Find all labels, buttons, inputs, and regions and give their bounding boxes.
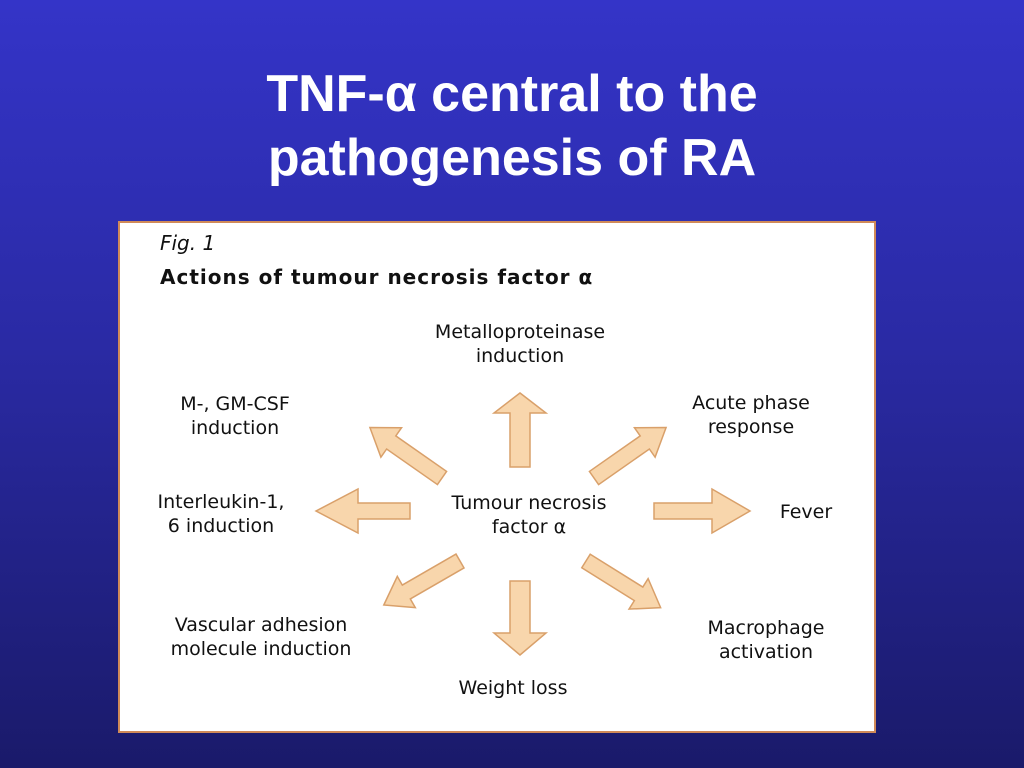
effect-interleukin-line-1: Interleukin-1,: [157, 491, 285, 513]
effect-interleukin-line-2: 6 induction: [167, 515, 275, 537]
center-node: Tumour necrosis factor α: [414, 491, 644, 539]
effect-macrophage-line-2: activation: [718, 641, 814, 663]
slide-title-line-1: TNF-α central to the: [266, 65, 758, 123]
effect-metalloproteinase-line-1: Metalloproteinase: [434, 321, 606, 343]
arrow-right: [653, 487, 752, 535]
slide-title: TNF-α central to the pathogenesis of RA: [0, 62, 1024, 190]
arrow-upper-left: [368, 426, 448, 486]
effect-csf-line-1: M-, GM-CSF: [180, 393, 290, 415]
arrow-lower-left: [382, 553, 466, 609]
figure-heading: Actions of tumour necrosis factor α: [160, 265, 594, 289]
effect-macrophage-line-1: Macrophage: [707, 617, 825, 639]
arrow-lower-right: [580, 553, 662, 610]
figure-panel: Fig. 1 Actions of tumour necrosis factor…: [118, 221, 876, 733]
effect-weight-loss: Weight loss: [420, 676, 606, 700]
slide-title-line-2: pathogenesis of RA: [267, 129, 757, 187]
effect-weight-loss-line-1: Weight loss: [458, 677, 568, 699]
effect-vascular-line-1: Vascular adhesion: [174, 614, 348, 636]
center-node-line-1: Tumour necrosis: [451, 492, 607, 514]
figure-label: Fig. 1: [160, 231, 216, 255]
effect-acute-phase-line-1: Acute phase: [692, 392, 810, 414]
effect-vascular-line-2: molecule induction: [170, 638, 352, 660]
effect-csf: M-, GM-CSF induction: [140, 392, 330, 440]
effect-csf-line-2: induction: [190, 417, 280, 439]
effect-interleukin: Interleukin-1, 6 induction: [126, 490, 316, 538]
effect-metalloproteinase: Metalloproteinase induction: [390, 320, 650, 368]
arrows-layer: [314, 392, 752, 656]
effect-macrophage: Macrophage activation: [676, 616, 856, 664]
arrow-left: [314, 487, 411, 535]
effect-metalloproteinase-line-2: induction: [475, 345, 565, 367]
effect-fever-line-1: Fever: [779, 501, 833, 523]
effect-acute-phase-line-2: response: [707, 416, 795, 438]
effect-acute-phase: Acute phase response: [660, 391, 842, 439]
effect-vascular: Vascular adhesion molecule induction: [136, 613, 386, 661]
arrow-up: [491, 392, 549, 468]
effect-fever: Fever: [760, 500, 852, 524]
arrow-upper-right: [588, 426, 668, 486]
arrow-down: [491, 580, 549, 656]
center-node-line-2: factor α: [491, 516, 567, 538]
